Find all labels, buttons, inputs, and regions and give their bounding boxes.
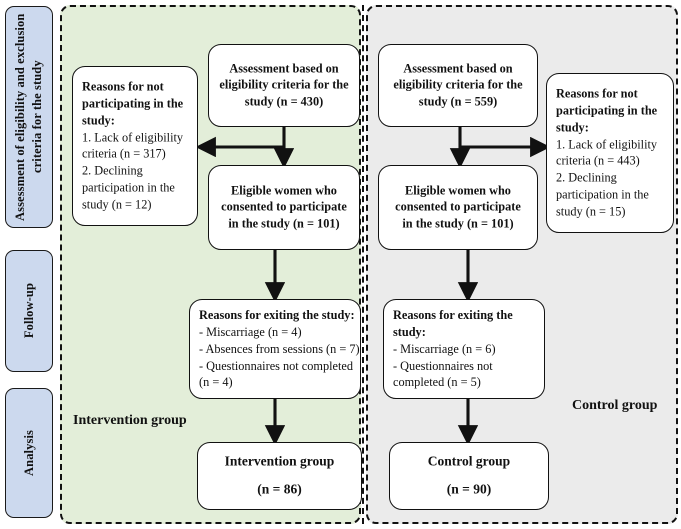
box-reasons-exiting-control: Reasons for exiting the study: - Miscarr…	[383, 299, 545, 399]
reasons-heading-3: study:	[556, 120, 589, 135]
reasons-heading-1: Reasons for not	[82, 79, 164, 94]
box-reasons-exiting-intervention: Reasons for exiting the study: - Miscarr…	[189, 299, 361, 399]
box-eligible-women-control: Eligible women who consented to particip…	[378, 165, 538, 250]
stage-follow-up: Follow-up	[5, 250, 53, 372]
reasons-item-2b: participation in the	[82, 180, 175, 195]
reasons-item-2c: study (n = 15)	[556, 204, 626, 219]
caption-intervention-group: Intervention group	[73, 413, 187, 428]
reasons-item-2a: 2. Declining	[556, 170, 617, 185]
reasons-heading-3: study:	[82, 113, 115, 128]
exiting-heading-2: study:	[393, 324, 426, 339]
exiting-item-2a: - Questionnaires not	[393, 358, 493, 373]
exiting-heading: Reasons for exiting the study:	[199, 307, 355, 322]
reasons-item-1a: 1. Lack of eligibility	[82, 130, 184, 145]
final-spacer	[399, 471, 539, 481]
reasons-heading-2: participating in the	[556, 103, 658, 118]
eligible-line-1: Eligible women who	[405, 183, 511, 198]
eligible-line-3: in the study (n = 101)	[228, 216, 340, 231]
box-assessment-control: Assessment based on eligibility criteria…	[378, 44, 538, 127]
reasons-heading-2: participating in the	[82, 96, 184, 111]
stage-label: Analysis	[21, 430, 36, 476]
assessment-line-1: Assessment based on	[229, 61, 339, 76]
box-final-intervention-group: Intervention group (n = 86)	[197, 442, 362, 510]
final-count: (n = 86)	[257, 482, 302, 497]
reasons-item-1b: criteria (n = 317)	[82, 147, 166, 161]
reasons-heading-1: Reasons for not	[556, 86, 638, 101]
eligible-line-2: consented to participate	[395, 200, 521, 215]
reasons-item-2a: 2. Declining	[82, 163, 143, 178]
final-title: Control group	[427, 453, 511, 469]
eligible-line-1: Eligible women who	[231, 183, 337, 198]
stage-label: Follow-up	[21, 283, 36, 339]
reasons-item-2c: study (n = 12)	[82, 197, 152, 212]
assessment-line-2: eligibility criteria for the	[219, 78, 349, 93]
box-reasons-not-participating-intervention: Reasons for not participating in the stu…	[72, 66, 198, 226]
stage-assessment-of-eligibility: Assessment of eligibility and exclusion …	[5, 6, 53, 228]
exiting-item-1: - Miscarriage (n = 6)	[393, 341, 496, 356]
reasons-item-2b: participation in the	[556, 187, 649, 202]
assessment-line-1: Assessment based on	[403, 61, 513, 76]
exiting-item-1: - Miscarriage (n = 4)	[199, 324, 302, 339]
final-spacer	[207, 471, 352, 481]
reasons-item-1a: 1. Lack of eligibility	[556, 137, 658, 152]
exiting-item-2b: completed (n = 5)	[393, 375, 481, 390]
box-reasons-not-participating-control: Reasons for not participating in the stu…	[546, 73, 674, 233]
exiting-item-3b: (n = 4)	[199, 375, 233, 390]
exiting-item-3a: - Questionnaires not completed	[199, 358, 354, 373]
eligible-line-2: consented to participate	[221, 200, 347, 215]
box-assessment-intervention: Assessment based on eligibility criteria…	[208, 44, 360, 127]
eligible-line-3: in the study (n = 101)	[402, 216, 514, 231]
assessment-line-3: study (n = 559)	[418, 94, 498, 109]
assessment-line-3: study (n = 430)	[244, 94, 324, 109]
box-final-control-group: Control group (n = 90)	[389, 442, 549, 510]
reasons-item-1b: criteria (n = 443)	[556, 154, 640, 168]
exiting-item-2: - Absences from sessions (n = 7)	[199, 341, 360, 356]
exiting-heading-1: Reasons for exiting the	[393, 307, 513, 322]
caption-control-group: Control group	[572, 398, 658, 413]
final-count: (n = 90)	[446, 482, 492, 497]
assessment-line-2: eligibility criteria for the	[393, 78, 523, 93]
box-eligible-women-intervention: Eligible women who consented to particip…	[208, 165, 360, 250]
stage-analysis: Analysis	[5, 388, 53, 518]
stage-label: Assessment of eligibility and exclusion …	[13, 13, 44, 221]
region-divider	[362, 5, 364, 524]
final-title: Intervention group	[224, 453, 335, 469]
